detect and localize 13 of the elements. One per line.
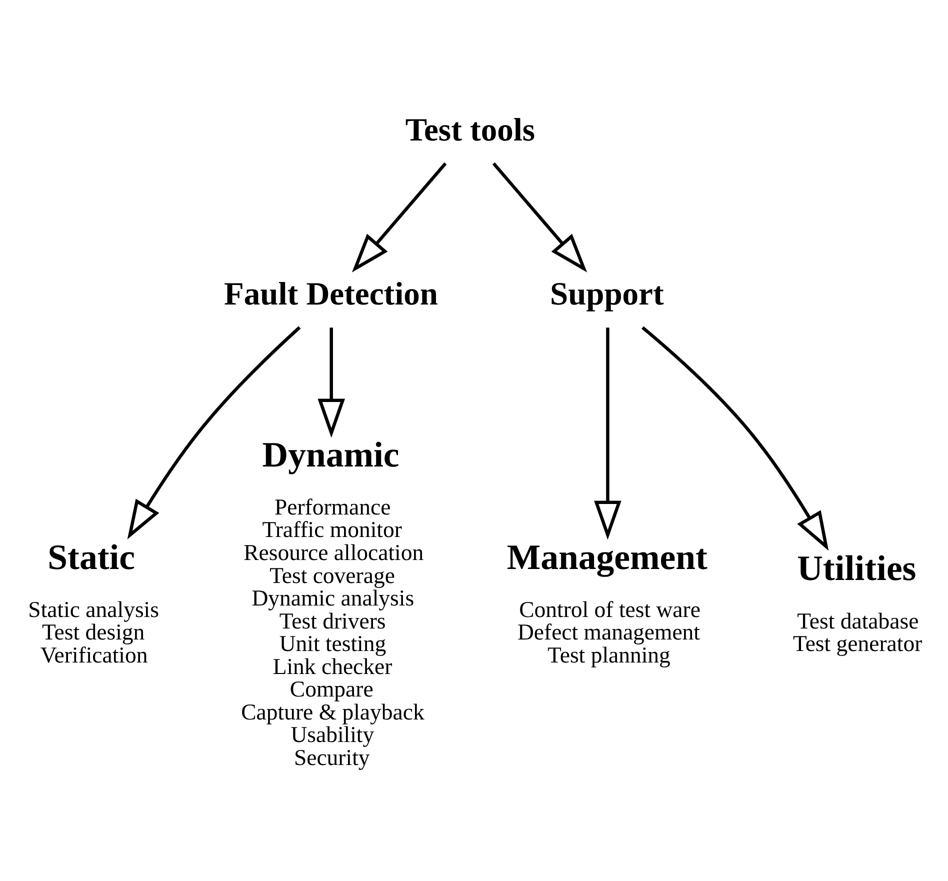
arrow <box>642 326 829 550</box>
node-text: Utilities Test database Test generator <box>793 548 922 656</box>
node-text: Test tools <box>405 112 536 148</box>
node-text: Dynamic Performance Traffic monitor Resource allocation Test coverage Dynamic analysis Test drivers Unit testing Link checker Compare Capture & playback Usability Security <box>241 434 424 770</box>
arrow <box>594 327 622 540</box>
arrow <box>318 327 346 438</box>
arrow <box>492 162 588 272</box>
node-text: Support <box>550 276 664 312</box>
node-text: Management Control of test ware Defect management Test planning <box>506 536 708 667</box>
arrow <box>127 326 301 539</box>
node-text: Static Static analysis Test design Verification <box>28 536 159 667</box>
node-text: Fault Detection <box>224 276 438 312</box>
arrow <box>352 162 447 272</box>
